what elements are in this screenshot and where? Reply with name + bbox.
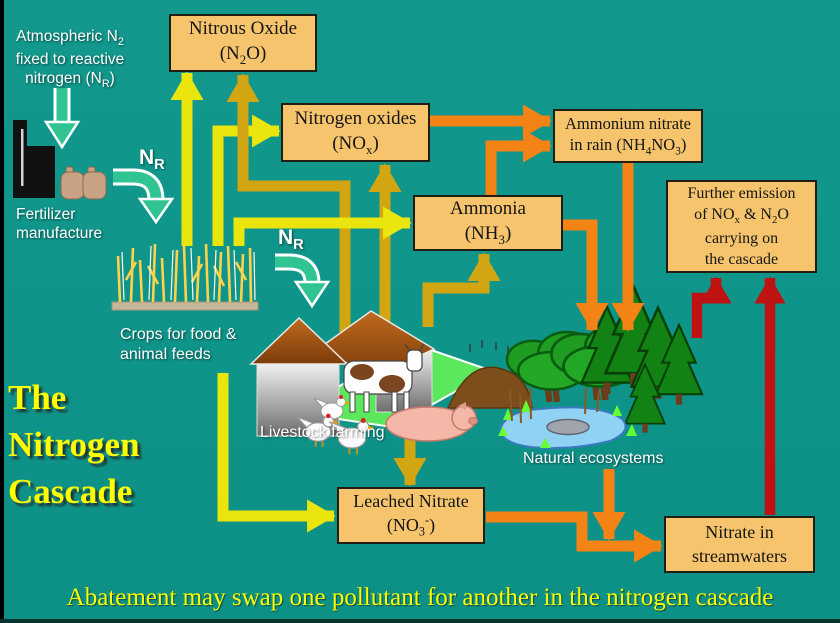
bottom-edge-strip [0,619,840,623]
arrow-crops-to-ammonia [233,206,412,246]
box-nitrate-streamwaters: Nitrate in streamwaters [664,516,815,573]
box-nitrous-oxide-line2: (N2O) [219,43,267,67]
box-nitrate-streamwaters-line1: Nitrate in [705,522,774,543]
box-nitrogen-oxides-line1: Nitrogen oxides [294,107,417,129]
box-further-emission: Further emission of NOx & N2O carrying o… [666,180,817,273]
deposition-arrows [430,104,663,563]
label-crops: Crops for food &animal feeds [120,326,237,363]
arrow-fertilizer-to-crops [113,168,175,225]
arrow-ammonia-to-ecosystems [563,219,609,332]
box-nitrogen-oxides-line2: (NOx) [332,132,379,157]
left-edge-strip [0,0,4,623]
arrow-crops-to-nitrogen-oxides [212,114,281,246]
crops-illustration [111,243,259,311]
box-ammonium-nitrate: Ammonium nitrate in rain (NH4NO3) [553,109,703,163]
box-further-emission-line2: of NOx & N2O [694,206,789,227]
barn-front [249,316,349,437]
label-livestock-farming: Livestock farming [260,424,385,441]
livestock-illustration [249,310,533,456]
nr-arrows [43,88,331,309]
slide-caption: Abatement may swap one pollutant for ano… [66,584,774,611]
arrow-crops-to-leached-nitrate [217,373,336,533]
grass-tufts [498,400,637,448]
arrow-atmospheric-to-fertilizer [43,88,81,150]
arrow-livestock-to-nitrous-oxide [226,73,351,334]
label-nr-fertilizer: NR [139,146,165,174]
box-ammonia: Ammonia (NH3) [413,195,563,251]
cow [343,343,425,413]
box-ammonium-nitrate-line2: in rain (NH4NO3) [569,135,687,158]
box-ammonia-line1: Ammonia [450,198,526,220]
factory-icon [13,120,55,198]
arrow-crops-to-livestock [275,253,331,309]
box-leached-nitrate-line2: (NO3-) [386,513,436,540]
arrow-ecosystems-to-further-emission [691,276,732,338]
slide-title: The Nitrogen Cascade [8,374,140,515]
box-further-emission-line3: carrying on [704,229,779,247]
box-further-emission-line1: Further emission [687,185,796,203]
box-nitrous-oxide: Nitrous Oxide (N2O) [169,14,317,72]
slide-title-line1: The [8,378,67,417]
label-nr-crops: NR [278,226,304,254]
box-ammonium-nitrate-line1: Ammonium nitrate [564,113,692,133]
arrow-leached-to-streamwaters [486,511,663,563]
label-natural-ecosystems: Natural ecosystems [523,450,664,467]
box-leached-nitrate-line1: Leached Nitrate [353,491,469,512]
box-nitrate-streamwaters-line2: streamwaters [692,545,787,566]
box-ammonia-line2: (NH3) [464,223,512,247]
cascade-arrows [691,276,786,515]
box-further-emission-line4: the cascade [704,250,779,268]
reeds [509,387,600,424]
fertilizer-bags-icon [60,166,107,200]
slide-title-line3: Cascade [8,472,133,511]
box-leached-nitrate: Leached Nitrate (NO3-) [337,487,485,544]
arrow-ammonia-to-ammonium-nitrate [485,129,552,196]
ecosystem-illustration [498,286,704,450]
arrow-livestock-to-ammonia [422,252,501,327]
box-nitrous-oxide-line1: Nitrous Oxide [188,18,298,40]
box-nitrogen-oxides: Nitrogen oxides (NOx) [281,103,430,162]
pond-rock [546,418,590,436]
pig [385,402,478,442]
crop-emission-arrows [170,71,336,533]
slide-title-line2: Nitrogen [8,425,140,464]
